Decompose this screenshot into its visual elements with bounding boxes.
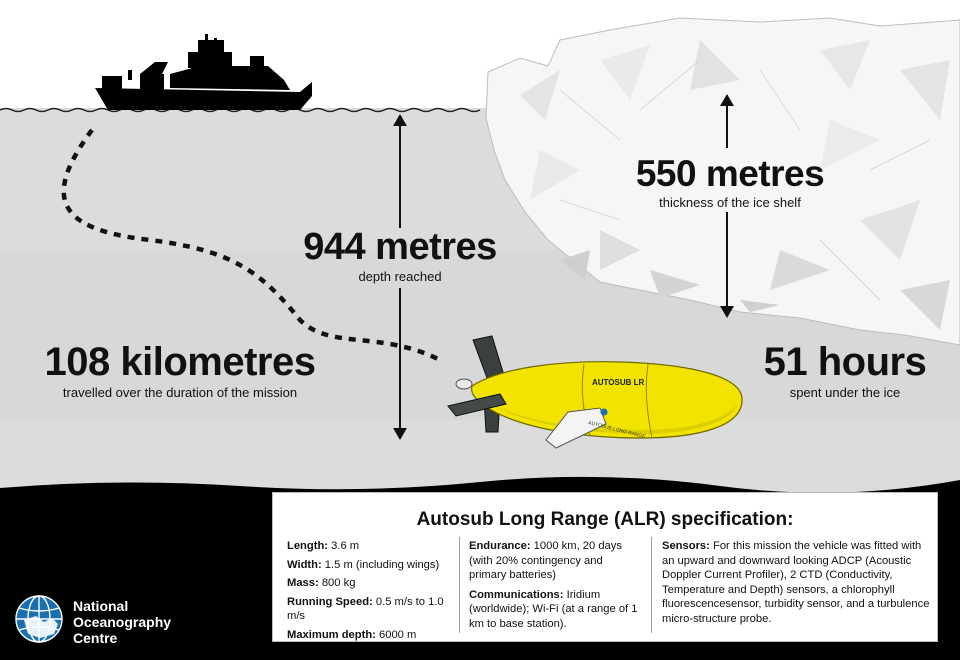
spec-row: Mass: 800 kg — [287, 576, 452, 591]
spec-label: Sensors: — [662, 540, 710, 552]
ice-thickness-value: 550 metres — [635, 153, 825, 194]
spec-column-dimensions: Length: 3.6 m Width: 1.5 m (including win… — [287, 539, 452, 646]
spec-label: Mass: — [287, 577, 319, 589]
spec-row: Sensors: For this mission the vehicle wa… — [662, 539, 930, 626]
time-caption: spent under the ice — [789, 385, 901, 400]
spec-label: Width: — [287, 558, 322, 571]
specification-title: Autosub Long Range (ALR) specification: — [416, 509, 794, 530]
depth-value: 944 metres — [303, 226, 497, 268]
spec-row: Running Speed: 0.5 m/s to 1.0 m/s — [287, 595, 452, 624]
autosub-vehicle: AUTOSUB LR AUTOSUB LONG RANGE — [447, 335, 743, 449]
spec-row: Maximum depth: 6000 m — [287, 628, 452, 643]
spec-value: 1.5 m (including wings) — [321, 558, 440, 571]
logo-line-1: National — [73, 598, 129, 614]
logo-line-2: Oceanography — [73, 614, 172, 630]
distance-stat: 108 kilometres travelled over the durati… — [30, 342, 330, 401]
specification-panel: Autosub Long Range (ALR) specification: … — [272, 492, 938, 642]
spec-label: Running Speed: — [287, 595, 373, 608]
depth-stat: 944 metres depth reached — [290, 228, 510, 285]
spec-row: Endurance: 1000 km, 20 days (with 20% co… — [469, 539, 641, 583]
spec-row: Communications: Iridium (worldwide); Wi-… — [469, 588, 641, 632]
mission-path — [61, 128, 442, 363]
spec-column-endurance: Endurance: 1000 km, 20 days (with 20% co… — [469, 539, 641, 636]
spec-value: 800 kg — [318, 577, 356, 589]
spec-label: Maximum depth: — [287, 628, 376, 641]
spec-label: Communications: — [469, 588, 564, 601]
research-ship-icon — [95, 34, 312, 110]
logo-line-3: Centre — [73, 630, 118, 646]
ice-thickness-stat: 550 metres thickness of the ice shelf — [620, 155, 840, 211]
depth-arrow — [393, 114, 407, 440]
time-stat: 51 hours spent under the ice — [760, 342, 930, 401]
spec-column-sensors: Sensors: For this mission the vehicle wa… — [662, 539, 930, 631]
ice-thickness-caption: thickness of the ice shelf — [659, 195, 801, 210]
distance-value: 108 kilometres — [44, 340, 316, 384]
spec-label: Endurance: — [469, 540, 531, 552]
spec-value: 3.6 m — [328, 540, 360, 552]
spec-value: 6000 m — [375, 628, 417, 641]
spec-value: 1000 km, 20 days (with 20% contingency a… — [469, 540, 622, 581]
depth-caption: depth reached — [358, 269, 442, 284]
logo-text: National Oceanography Centre — [73, 598, 171, 646]
spec-value: For this mission the vehicle was fitted … — [662, 540, 930, 625]
noc-logo: National Oceanography Centre — [14, 592, 244, 650]
spec-label: Length: — [287, 540, 329, 552]
ice-shelf — [485, 17, 960, 346]
spec-divider — [459, 537, 460, 633]
spec-row: Width: 1.5 m (including wings) — [287, 558, 452, 573]
vehicle-name-label: AUTOSUB LR — [592, 378, 645, 387]
spec-value: Iridium (worldwide); Wi-Fi (at a range o… — [469, 588, 638, 630]
distance-caption: travelled over the duration of the missi… — [62, 385, 298, 400]
spec-divider — [651, 537, 652, 633]
ice-thickness-arrow — [720, 94, 734, 318]
spec-row: Length: 3.6 m — [287, 539, 452, 554]
time-value: 51 hours — [763, 340, 927, 384]
globe-icon — [15, 595, 63, 643]
spec-value: 0.5 m/s to 1.0 m/s — [287, 595, 444, 623]
